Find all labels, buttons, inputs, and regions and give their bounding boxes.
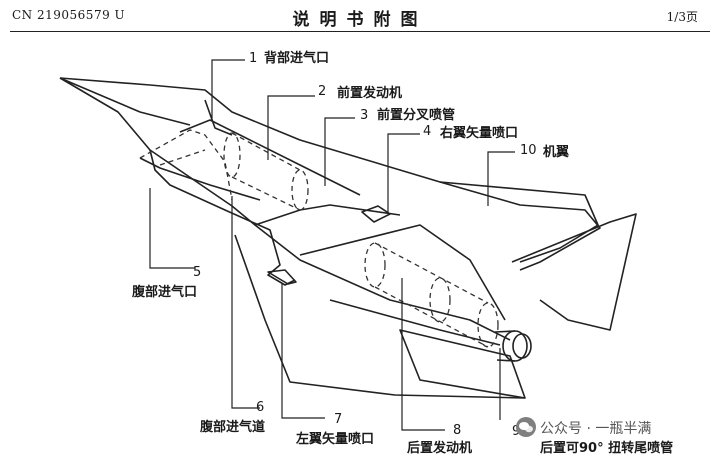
callout-number-8: 8 [453,423,462,438]
leader-1 [211,59,245,120]
tail-fin [511,213,637,331]
header-rule [10,31,710,32]
callout-label-4: 右翼矢量喷口 [440,126,519,141]
callout-number-6: 6 [256,400,265,415]
leader-5 [149,188,195,269]
page-title: 说明书附图 [292,10,428,30]
page-number: 1/3页 [666,10,698,24]
callout-label-2: 前置发动机 [337,86,403,101]
callout-number-3: 3 [360,108,369,123]
leader-8 [401,278,445,431]
fuselage-lower [59,77,401,226]
callout-label-8: 后置发动机 [407,441,473,456]
callout-label-9: 后置可90° 扭转尾喷管 [540,441,674,456]
wechat-icon [516,417,536,437]
callout-number-5: 5 [193,265,202,280]
callout-number-1: 1 [249,51,258,66]
callout-number-10: 10 [520,143,537,158]
wing-outline [439,181,599,263]
leader-3 [324,117,355,186]
callout-label-10: 机翼 [543,145,570,160]
callout-number-7: 7 [334,412,343,427]
leader-2 [267,95,315,160]
callout-number-4: 4 [423,124,432,139]
callout-label-5: 腹部进气口 [132,285,198,300]
callout-number-2: 2 [318,84,327,99]
callout-label-3: 前置分叉喷管 [377,108,456,123]
patent-number: CN 219056579 U [12,8,126,22]
watermark-text: 公众号 · 一瓶半满 [540,421,652,437]
left-wing-outline [234,234,526,399]
callout-label-7: 左翼矢量喷口 [296,432,375,447]
leader-6 [231,196,260,409]
callout-label-6: 腹部进气道 [200,420,266,435]
fuselage-outline [59,77,601,271]
leader-10 [487,151,515,206]
leader-7 [281,284,325,419]
callout-label-1: 背部进气口 [264,51,330,66]
leader-4 [387,133,420,214]
